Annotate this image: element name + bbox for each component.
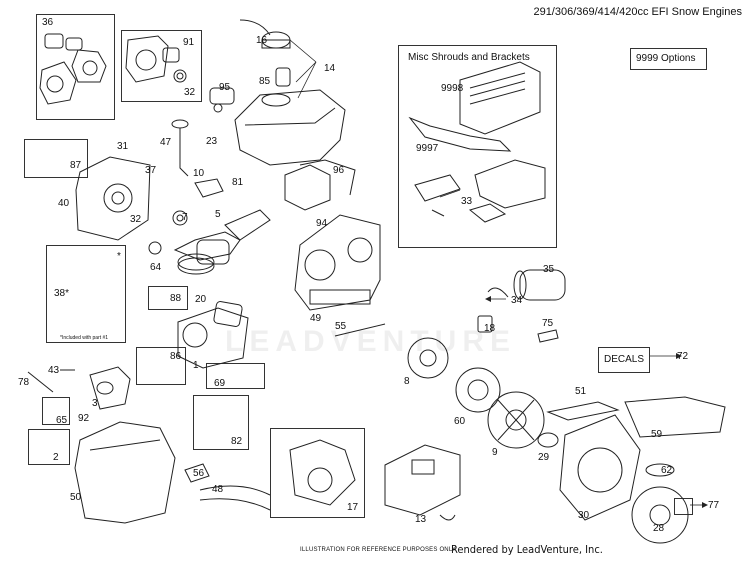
- callout-95[interactable]: 95: [219, 82, 231, 93]
- page-title: 291/306/369/414/420cc EFI Snow Engines: [533, 6, 742, 18]
- callout-9998[interactable]: 9998: [441, 83, 464, 94]
- watermark: LEADVENTURE: [225, 325, 517, 358]
- decals-label[interactable]: DECALS: [604, 354, 645, 365]
- callout-9997[interactable]: 9997: [416, 143, 439, 154]
- callout-8[interactable]: 8: [404, 376, 410, 387]
- callout-10[interactable]: 10: [193, 168, 205, 179]
- callout-17[interactable]: 17: [347, 502, 359, 513]
- callout-75[interactable]: 75: [542, 318, 554, 329]
- callout-38[interactable]: 38*: [54, 288, 70, 299]
- gasket-kit-box-91: [121, 30, 202, 102]
- callout-48[interactable]: 48: [212, 484, 224, 495]
- callout-2[interactable]: 2: [53, 452, 59, 463]
- box-77: [674, 498, 693, 515]
- box-88: [148, 286, 188, 310]
- callout-34[interactable]: 34: [511, 295, 523, 306]
- callout-40[interactable]: 40: [58, 198, 70, 209]
- callout-3[interactable]: 3: [92, 398, 98, 409]
- callout-72[interactable]: 72: [677, 351, 689, 362]
- illustration-note: ILLUSTRATION FOR REFERENCE PURPOSES ONLY: [300, 547, 457, 553]
- callout-14[interactable]: 14: [324, 63, 336, 74]
- callout-65[interactable]: 65: [56, 415, 68, 426]
- callout-16[interactable]: 16: [256, 35, 268, 46]
- callout-51[interactable]: 51: [575, 386, 587, 397]
- misc-shrouds-box: [398, 45, 557, 248]
- callout-36[interactable]: 36: [42, 17, 54, 28]
- box-65: [42, 397, 70, 425]
- callout-37[interactable]: 37: [145, 165, 157, 176]
- callout-star: *: [117, 251, 121, 262]
- callout-20[interactable]: 20: [195, 294, 207, 305]
- box-17: [270, 428, 365, 518]
- callout-92[interactable]: 92: [78, 413, 90, 424]
- callout-60[interactable]: 60: [454, 416, 466, 427]
- callout-94[interactable]: 94: [316, 218, 328, 229]
- callout-23[interactable]: 23: [206, 136, 218, 147]
- gasket-set-91: [125, 35, 187, 83]
- callout-86[interactable]: 86: [170, 351, 182, 362]
- callout-13[interactable]: 13: [415, 514, 427, 525]
- callout-82[interactable]: 82: [231, 436, 243, 447]
- callout-43[interactable]: 43: [48, 365, 60, 376]
- callout-49[interactable]: 49: [310, 313, 322, 324]
- callout-29[interactable]: 29: [538, 452, 550, 463]
- misc-shrouds-title: Misc Shrouds and Brackets: [408, 52, 530, 63]
- included-parts-box: [46, 245, 126, 343]
- callout-91[interactable]: 91: [183, 37, 195, 48]
- options-box[interactable]: [630, 48, 707, 70]
- callout-78[interactable]: 78: [18, 377, 30, 388]
- box-69: [206, 363, 265, 389]
- callout-7[interactable]: 7: [182, 212, 188, 223]
- callout-96[interactable]: 96: [333, 165, 345, 176]
- callout-33[interactable]: 33: [461, 196, 473, 207]
- options-label[interactable]: 9999 Options: [636, 53, 696, 64]
- callout-35[interactable]: 35: [543, 264, 555, 275]
- gasket-set-36: [39, 33, 107, 105]
- callout-59[interactable]: 59: [651, 429, 663, 440]
- callout-32-a[interactable]: 32: [184, 87, 196, 98]
- callout-56[interactable]: 56: [193, 468, 205, 479]
- callout-1[interactable]: 1: [193, 360, 199, 371]
- box-2: [28, 429, 70, 465]
- callout-28[interactable]: 28: [653, 523, 665, 534]
- callout-18[interactable]: 18: [484, 323, 496, 334]
- callout-69[interactable]: 69: [214, 378, 226, 389]
- bolt-box-87: [24, 139, 88, 178]
- decals-box[interactable]: [598, 347, 650, 373]
- callout-64[interactable]: 64: [150, 262, 162, 273]
- callout-81[interactable]: 81: [232, 177, 244, 188]
- callout-5[interactable]: 5: [215, 209, 221, 220]
- callout-50[interactable]: 50: [70, 492, 82, 503]
- included-note: *Included with part #1: [60, 335, 109, 341]
- box-86: [136, 347, 186, 385]
- callout-9[interactable]: 9: [492, 447, 498, 458]
- callout-31[interactable]: 31: [117, 141, 129, 152]
- callout-88[interactable]: 88: [170, 293, 182, 304]
- callout-47[interactable]: 47: [160, 137, 172, 148]
- rendered-by: Rendered by LeadVenture, Inc.: [451, 543, 603, 556]
- callout-87[interactable]: 87: [70, 160, 82, 171]
- callout-55[interactable]: 55: [335, 321, 347, 332]
- callout-30[interactable]: 30: [578, 510, 590, 521]
- callout-62[interactable]: 62: [661, 465, 673, 476]
- callout-85[interactable]: 85: [259, 76, 271, 87]
- callout-32-b[interactable]: 32: [130, 214, 142, 225]
- gasket-kit-box-36: [36, 14, 115, 120]
- callout-77[interactable]: 77: [708, 500, 720, 511]
- box-82: [193, 395, 249, 450]
